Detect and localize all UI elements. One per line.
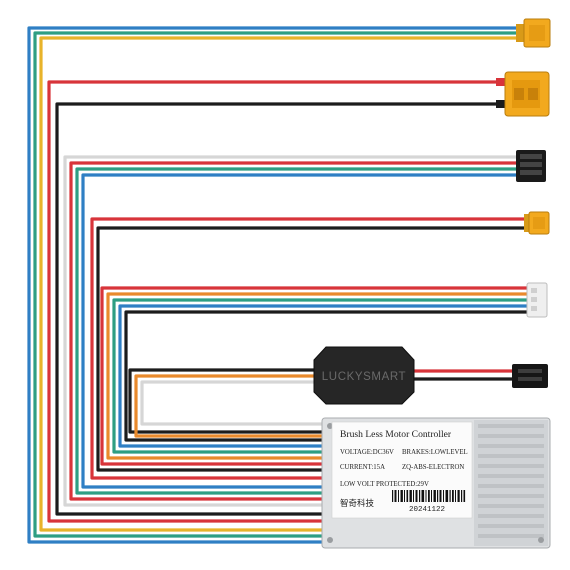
barcode-icon <box>392 490 466 502</box>
wire-red-xt60 <box>47 80 500 523</box>
controller-voltage: VOLTAGE:DC36V <box>340 449 394 456</box>
wire-bundle <box>27 26 530 544</box>
wire-red-sm4 <box>69 161 518 501</box>
wire-blue-sm4 <box>81 173 518 489</box>
wire-black-ph <box>124 310 530 442</box>
wire-red-jst <box>90 217 528 480</box>
wire-blue-ph <box>118 304 530 448</box>
controller-maker: ZQ-ABS-ELECTRON <box>402 464 464 471</box>
barcode-number: 20241122 <box>409 506 445 514</box>
wire-yellow-xt30 <box>39 36 518 532</box>
wire-red-ph <box>100 286 530 466</box>
wire-orange-sm3 <box>134 374 330 438</box>
wire-white-sm3 <box>140 380 330 426</box>
controller-current: CURRENT:15A <box>340 464 385 471</box>
wire-black-xt60 <box>55 102 500 516</box>
controller-low-volt: LOW VOLT PROTECTED:29V <box>340 481 429 488</box>
wire-green-sm4 <box>75 167 518 495</box>
wire-green-xt30 <box>33 31 518 538</box>
motor-controller: Brush Less Motor Controller VOLTAGE:DC36… <box>321 417 551 549</box>
controller-brakes: BRAKES:LOWLEVEL <box>402 449 468 456</box>
controller-title: Brush Less Motor Controller <box>340 429 452 440</box>
wire-blue-xt30 <box>27 26 518 544</box>
xt30-connector-icon <box>516 18 551 48</box>
module-label: LUCKYSMART <box>322 371 406 383</box>
luckysmart-module: LUCKYSMART <box>313 346 415 405</box>
wire-black-jst <box>96 226 528 472</box>
ph-white-connector-icon <box>526 282 548 318</box>
sm-4pin-connector-icon <box>516 150 546 182</box>
wire-orange-ph <box>106 292 530 460</box>
xt60-connector-icon <box>496 71 550 117</box>
wire-green-ph <box>112 298 530 454</box>
controller-brand-cn: 智奇科技 <box>340 498 375 508</box>
wire-white-sm4 <box>63 155 518 507</box>
wire-black-sm3 <box>128 368 330 434</box>
jst-2pin-connector-icon <box>524 211 550 235</box>
sm-3pin-connector-icon <box>512 364 548 388</box>
